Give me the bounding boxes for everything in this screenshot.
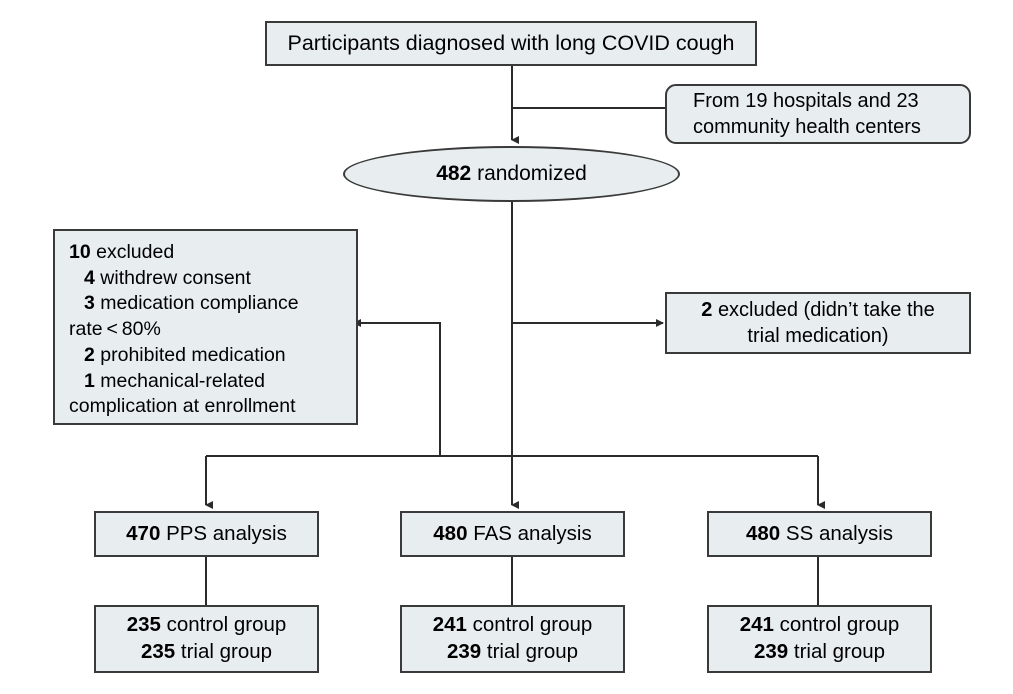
pps-exclusion-item: 4 withdrew consent <box>69 266 344 292</box>
pps-exclusion-item-count: 1 <box>84 369 95 392</box>
pps-trial-row: 235 trial group <box>141 639 272 666</box>
node-ss-analysis[interactable]: 480 SS analysis <box>707 511 932 557</box>
pps-exclusion-item-count: 4 <box>84 266 95 289</box>
pps-trial-label: trial group <box>180 640 273 663</box>
node-enrollment[interactable]: Participants diagnosed with long COVID c… <box>265 21 757 66</box>
pps-control-count: 235 <box>126 613 161 637</box>
pps-exclusions-header: 10 excluded <box>69 240 344 266</box>
pps-exclusion-item-label: complication at enrollment <box>69 395 296 418</box>
connector-to-pps-exclusions <box>353 319 441 456</box>
fas-control-count: 241 <box>432 613 467 637</box>
fas-analysis-text: 480 FAS analysis <box>433 521 591 548</box>
pps-control-row: 235 control group <box>127 612 287 639</box>
node-fas-exclusions[interactable]: 2 excluded (didn’t take the trial medica… <box>665 292 971 354</box>
fas-exclusions-label: excluded (didn’t take the <box>717 298 935 321</box>
pps-exclusion-item: 2 prohibited medication <box>69 343 344 369</box>
node-pps-exclusions[interactable]: 10 excluded 4 withdrew consent 3 medicat… <box>53 229 358 425</box>
fas-exclusions-line-1: 2 excluded (didn’t take the <box>701 297 935 323</box>
node-recruitment-sites[interactable]: From 19 hospitals and 23 community healt… <box>665 84 971 144</box>
ss-analysis-text: 480 SS analysis <box>746 521 893 548</box>
pps-exclusion-item-count: 2 <box>84 343 95 366</box>
pps-exclusion-item: 3 medication compliance <box>69 291 344 317</box>
pps-analysis-count: 470 <box>126 521 161 545</box>
pps-exclusion-item-label: prohibited medication <box>100 343 286 366</box>
randomization-label: randomized <box>477 162 587 186</box>
pps-exclusion-item-count: 3 <box>84 292 95 315</box>
ss-control-row: 241 control group <box>740 612 900 639</box>
pps-exclusion-item-label: rate < 80% <box>69 318 161 341</box>
fas-exclusions-count: 2 <box>701 298 713 321</box>
fas-trial-label: trial group <box>486 640 579 663</box>
pps-exclusion-item-label: mechanical-related <box>100 369 266 392</box>
enrollment-text: Participants diagnosed with long COVID c… <box>287 30 735 55</box>
pps-exclusions-header-label: excluded <box>96 241 175 263</box>
pps-exclusions-header-count: 10 <box>69 241 91 263</box>
pps-exclusion-item: 1 mechanical-related <box>69 369 344 395</box>
fas-analysis-count: 480 <box>433 521 468 545</box>
pps-control-label: control group <box>166 613 287 637</box>
pps-analysis-label: PPS analysis <box>166 521 287 545</box>
pps-analysis-text: 470 PPS analysis <box>126 521 287 548</box>
node-ss-groups[interactable]: 241 control group 239 trial group <box>707 605 932 673</box>
pps-exclusion-item-label: medication compliance <box>100 292 299 315</box>
recruitment-sites-line-2: community health centers <box>693 116 921 138</box>
fas-trial-count: 239 <box>446 640 482 663</box>
ss-analysis-label: SS analysis <box>785 521 894 545</box>
randomization-text: 482 randomized <box>436 160 587 187</box>
node-fas-analysis[interactable]: 480 FAS analysis <box>400 511 625 557</box>
node-pps-analysis[interactable]: 470 PPS analysis <box>94 511 319 557</box>
fas-control-label: control group <box>472 613 593 637</box>
fas-exclusions-line-2: trial medication) <box>747 325 889 347</box>
randomization-count: 482 <box>436 162 472 186</box>
node-pps-groups[interactable]: 235 control group 235 trial group <box>94 605 319 673</box>
fas-analysis-label: FAS analysis <box>473 521 592 545</box>
fas-control-row: 241 control group <box>433 612 593 639</box>
ss-control-count: 241 <box>739 613 774 637</box>
node-fas-groups[interactable]: 241 control group 239 trial group <box>400 605 625 673</box>
ss-control-label: control group <box>779 613 900 637</box>
ss-analysis-count: 480 <box>745 521 781 545</box>
fas-trial-row: 239 trial group <box>447 639 578 666</box>
recruitment-sites-line-1: From 19 hospitals and 23 <box>693 89 919 112</box>
pps-exclusion-item-label: withdrew consent <box>100 266 251 289</box>
ss-trial-label: trial group <box>793 640 886 663</box>
pps-exclusion-item-continuation: rate < 80% <box>69 317 344 343</box>
node-randomization[interactable]: 482 randomized <box>343 146 680 202</box>
ss-trial-row: 239 trial group <box>754 639 885 666</box>
ss-trial-count: 239 <box>753 640 789 663</box>
pps-exclusion-item-continuation: complication at enrollment <box>69 394 344 420</box>
pps-trial-count: 235 <box>140 640 176 663</box>
